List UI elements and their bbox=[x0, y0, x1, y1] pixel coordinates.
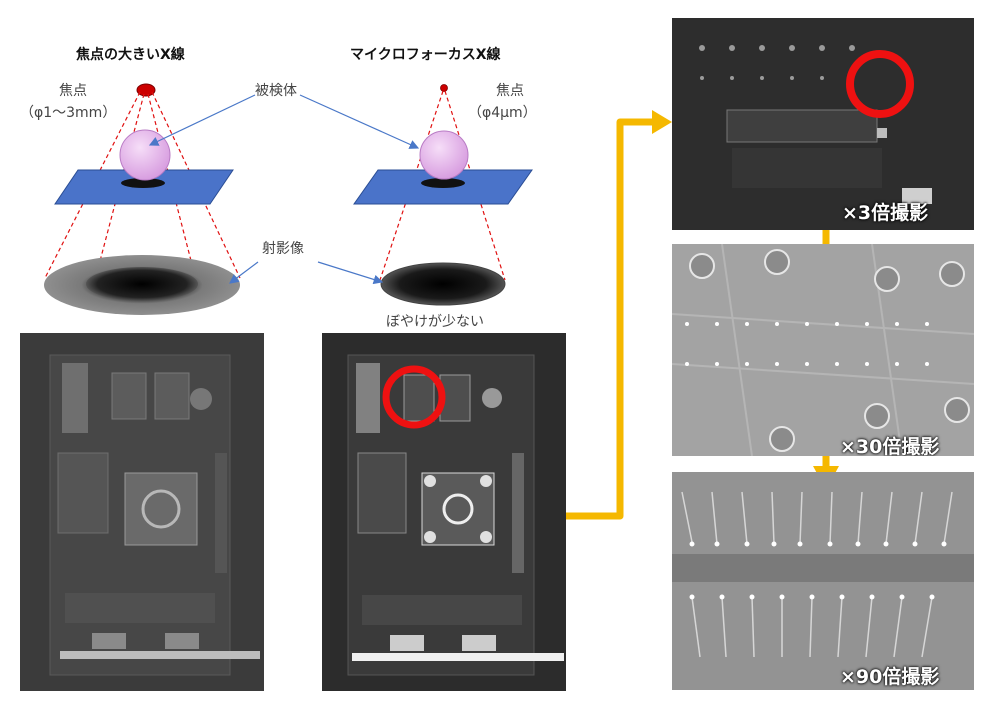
xray-x90-image: ×90倍撮影 bbox=[672, 472, 974, 690]
xray-x30-image: ×30倍撮影 bbox=[672, 244, 974, 456]
right-focus-label: 焦点 bbox=[496, 83, 524, 99]
xray-x3-image: ×3倍撮影 bbox=[672, 18, 974, 230]
micro-focus-spot bbox=[440, 84, 448, 92]
projection-label: 射影像 bbox=[262, 241, 304, 257]
large-focus-spot bbox=[136, 83, 156, 97]
right-object-sphere bbox=[419, 130, 469, 180]
left-object-sphere bbox=[119, 129, 171, 181]
right-focus-size: （φ4μm） bbox=[468, 105, 537, 121]
x3-label: ×3倍撮影 bbox=[842, 202, 929, 224]
left-focus-size: （φ1～3mm） bbox=[20, 105, 117, 121]
right-sharp-shadow bbox=[380, 262, 506, 306]
microfocus-title: マイクロフォーカスX線 bbox=[350, 47, 501, 63]
less-blur-label: ぼやけが少ない bbox=[386, 314, 484, 330]
x3-highlight-circle bbox=[846, 50, 914, 118]
x90-label: ×90倍撮影 bbox=[840, 666, 940, 688]
xray-board-large-focus bbox=[20, 333, 264, 691]
left-setup bbox=[44, 83, 241, 315]
object-label: 被検体 bbox=[255, 83, 297, 99]
large-focus-title: 焦点の大きいX線 bbox=[76, 47, 185, 63]
left-focus-label: 焦点 bbox=[59, 83, 87, 99]
x30-label: ×30倍撮影 bbox=[840, 436, 940, 456]
xray-board-microfocus bbox=[322, 333, 566, 691]
highlight-circle bbox=[382, 365, 446, 429]
right-setup bbox=[353, 84, 533, 306]
